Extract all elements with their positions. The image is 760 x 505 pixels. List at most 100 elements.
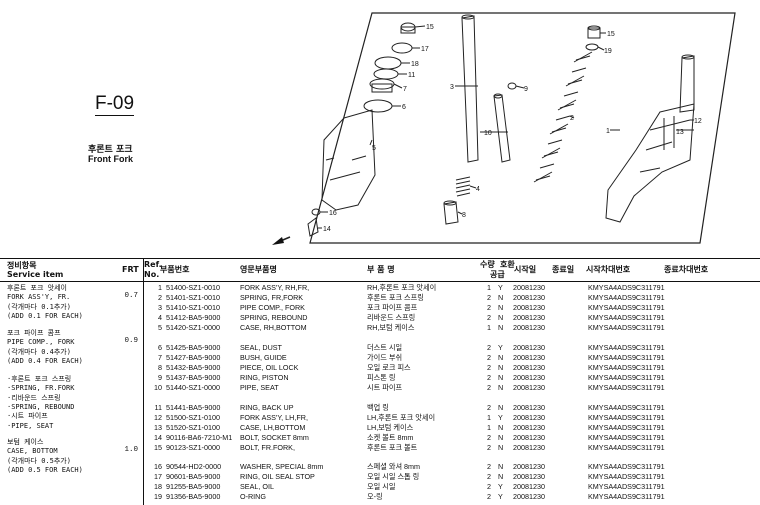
parts-table-header: 정비항목 Service item FRT Ref. No. 부품번호 영문부품… <box>0 258 760 282</box>
cell-ko: 후론트 포크 스프링 <box>367 293 424 302</box>
cell-sup: N <box>498 373 504 382</box>
cell-qty: 2 <box>487 443 491 452</box>
service-item-line: (ADD 0.5 FOR EACH) <box>7 465 83 474</box>
part-bolt-14 <box>307 217 319 237</box>
cell-qty: 2 <box>487 373 491 382</box>
cell-en: SEAL, OIL <box>240 482 274 491</box>
cell-ref: 16 <box>154 462 162 471</box>
cell-vin: KMYSA4ADS9C311791 <box>588 363 665 372</box>
cell-ko: 더스트 시일 <box>367 343 403 352</box>
cell-sup: N <box>498 472 504 481</box>
callout-8-label: 8 <box>462 212 466 219</box>
part-ring-17 <box>391 42 413 54</box>
part-rebound-spring-4 <box>455 176 471 197</box>
cell-start: 20081230 <box>513 373 545 382</box>
cell-start: 20081230 <box>513 363 545 372</box>
cell-vin: KMYSA4ADS9C311791 <box>588 443 665 452</box>
cell-qty: 2 <box>487 482 491 491</box>
cell-ref: 14 <box>154 433 162 442</box>
cell-en: BOLT, SOCKET 8mm <box>240 433 309 442</box>
cell-qty: 1 <box>487 423 491 432</box>
cell-ref: 11 <box>154 403 162 412</box>
cell-ko: 오일 로크 피스 <box>367 363 411 372</box>
callout-18-label: 18 <box>411 61 419 68</box>
cell-pn: 51400-SZ1-0010 <box>166 283 220 292</box>
callout-5-label: 5 <box>372 145 376 152</box>
service-item-line: ·후론트 포크 스프링 <box>7 375 72 383</box>
service-item-line: (각개마다 0.1추가) <box>7 302 71 311</box>
cell-en: SPRING, REBOUND <box>240 313 308 322</box>
cell-en: WASHER, SPECIAL 8mm <box>240 462 324 471</box>
cell-qty: 2 <box>487 492 491 501</box>
cell-start: 20081230 <box>513 443 545 452</box>
cell-sup: N <box>498 383 504 392</box>
cell-en: PIPE COMP., FORK <box>240 303 305 312</box>
cell-en: CASE, RH,BOTTOM <box>240 323 307 332</box>
cell-ref: 15 <box>154 443 162 452</box>
callout-4-label: 4 <box>476 186 480 193</box>
cell-en: PIECE, OIL LOCK <box>240 363 299 372</box>
cell-pn: 51437-BA5-9000 <box>166 373 221 382</box>
callout-15b-label: 15 <box>607 31 615 38</box>
cell-vin: KMYSA4ADS9C311791 <box>588 403 665 412</box>
part-oil-lock-8 <box>443 201 459 225</box>
cell-pn: 51401-SZ1-0010 <box>166 293 220 302</box>
cell-qty: 2 <box>487 313 491 322</box>
cell-ko: 리바운드 스프링 <box>367 313 416 322</box>
header-start-date: 시작일 <box>514 265 537 274</box>
cell-start: 20081230 <box>513 343 545 352</box>
service-item-line: (각개마다 0.5추가) <box>7 456 71 465</box>
cell-ko: RH,후론트 포크 앗세이 <box>367 283 437 292</box>
service-item-line: (각개마다 0.4추가) <box>7 347 71 356</box>
callout-12-label: 12 <box>694 118 702 125</box>
cell-ko: LH,보텀 케이스 <box>367 423 414 432</box>
cell-pn: 91255-BA5-9000 <box>166 482 221 491</box>
header-part-number: 부품번호 <box>160 265 190 274</box>
cell-ref: 2 <box>158 293 162 302</box>
cell-ko: LH,후론트 포크 앗세이 <box>367 413 436 422</box>
cell-en: CASE, LH,BOTTOM <box>240 423 306 432</box>
cell-start: 20081230 <box>513 303 545 312</box>
exploded-parts-diagram: 15 17 18 11 7 6 5 16 14 3 10 9 2 4 8 15 … <box>272 12 736 245</box>
cell-ko: 포크 파이프 콤프 <box>367 303 418 312</box>
callout-3-label: 3 <box>450 84 454 91</box>
cell-en: BUSH, GUIDE <box>240 353 287 362</box>
cell-sup: Y <box>498 492 503 501</box>
header-quantity: 수량 <box>480 260 495 269</box>
cell-pn: 90544-HD2-0000 <box>166 462 222 471</box>
cell-en: BOLT, FR.FORK, <box>240 443 295 452</box>
cell-sup: N <box>498 363 504 372</box>
callout-9-label: 9 <box>524 86 528 93</box>
cell-qty: 2 <box>487 303 491 312</box>
cell-pn: 51500-SZ1-0100 <box>166 413 220 422</box>
cell-ref: 9 <box>158 373 162 382</box>
callout-17-label: 17 <box>421 46 429 53</box>
cell-start: 20081230 <box>513 462 545 471</box>
callout-1-label: 1 <box>606 128 610 135</box>
cell-ref: 19 <box>154 492 162 501</box>
cell-ref: 8 <box>158 363 162 372</box>
part-fork-assembly-1 <box>605 103 695 223</box>
part-ring-11 <box>373 68 399 80</box>
cell-vin: KMYSA4ADS9C311791 <box>588 303 665 312</box>
cell-ko: 피스톤 링 <box>367 373 396 382</box>
cell-start: 20081230 <box>513 383 545 392</box>
cell-pn: 51412-BA5-9000 <box>166 313 221 322</box>
cell-vin: KMYSA4ADS9C311791 <box>588 353 665 362</box>
header-compat: 호환 <box>500 260 515 269</box>
cell-ko: RH,보텀 케이스 <box>367 323 415 332</box>
callout-2-label: 2 <box>570 115 574 122</box>
cell-pn: 51520-SZ1-0100 <box>166 423 220 432</box>
service-item-frt: 0.7 <box>124 292 138 301</box>
service-item-line: 보텀 케이스 <box>7 438 44 446</box>
cell-pn: 91356-BA5-9000 <box>166 492 221 501</box>
service-item-line: ·SPRING, REBOUND <box>7 402 75 411</box>
cell-qty: 2 <box>487 343 491 352</box>
service-item-line: 포크 파이프 콤프 <box>7 329 61 337</box>
callout-14-label: 14 <box>323 226 331 233</box>
cell-sup: N <box>498 303 504 312</box>
cell-pn: 51425-BA5-9000 <box>166 343 221 352</box>
cell-qty: 1 <box>487 413 491 422</box>
cell-ref: 12 <box>154 413 162 422</box>
cell-ref: 18 <box>154 482 162 491</box>
